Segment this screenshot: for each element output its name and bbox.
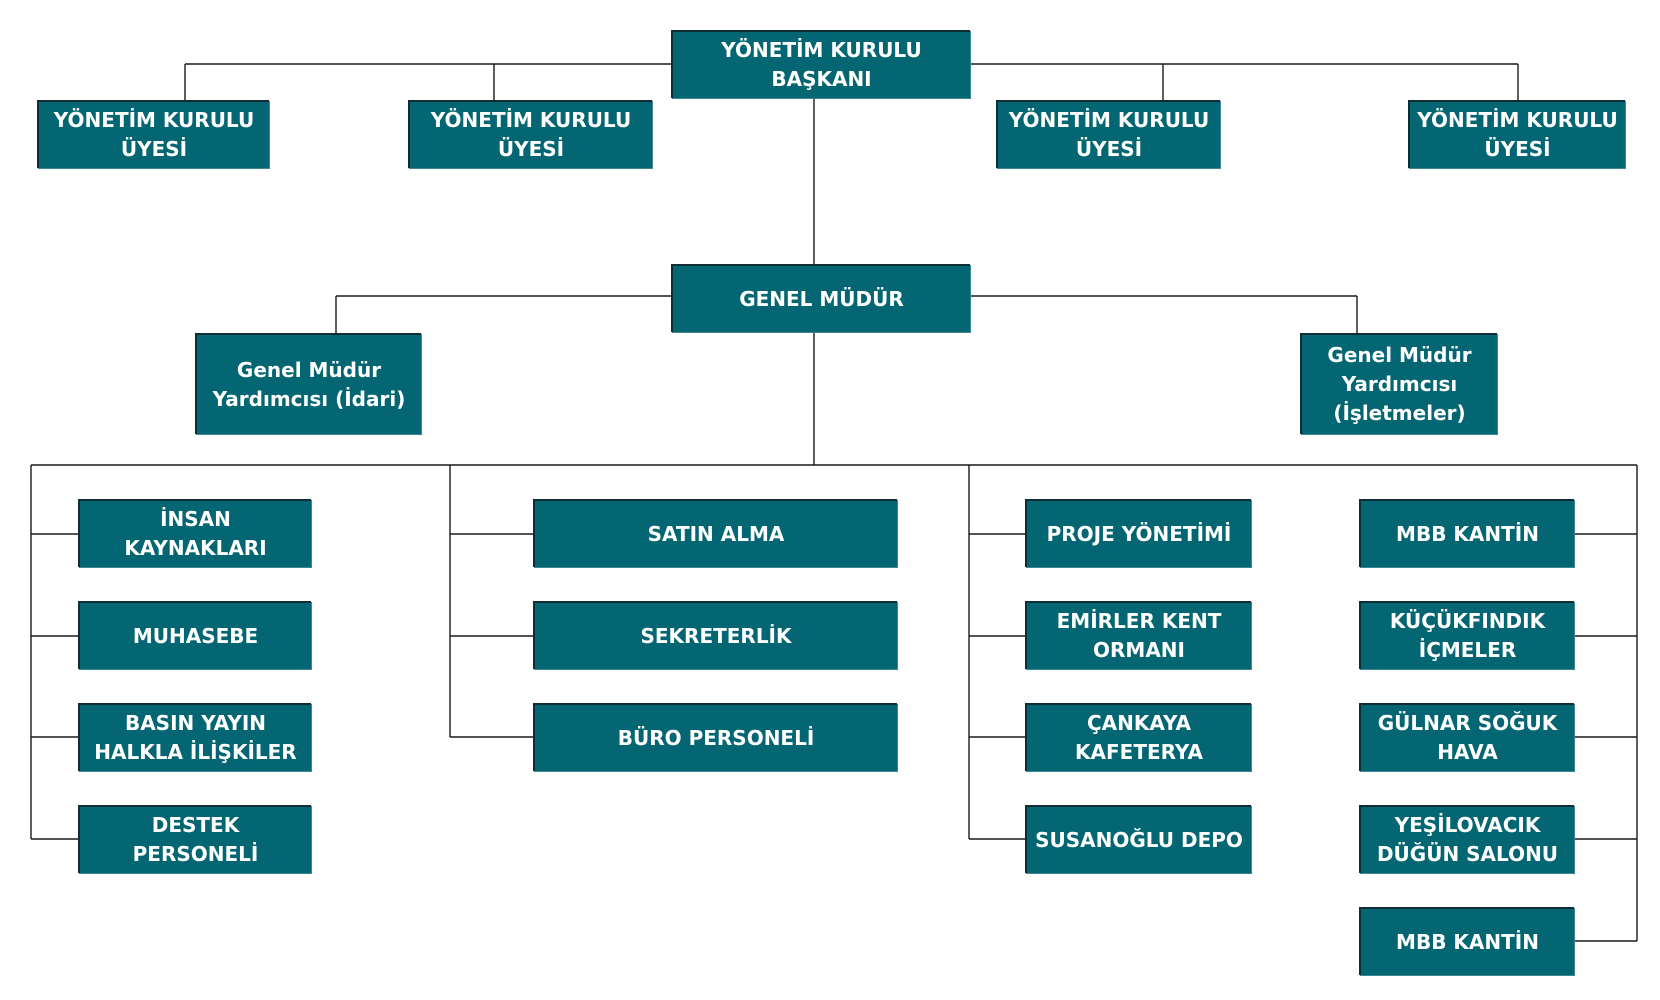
department-box-purchasing: SATIN ALMA (533, 499, 897, 567)
department-box-support-staff: DESTEK PERSONELİ (78, 805, 311, 873)
department-box-human-resources: İNSAN KAYNAKLARI (78, 499, 311, 567)
board-member-box-1: YÖNETİM KURULU ÜYESİ (37, 100, 269, 168)
department-box-mbb-canteen-2: MBB KANTİN (1359, 907, 1574, 975)
department-box-accounting: MUHASEBE (78, 601, 311, 669)
department-box-press-public-relations: BASIN YAYIN HALKLA İLİŞKİLER (78, 703, 311, 771)
department-box-office-staff: BÜRO PERSONELİ (533, 703, 897, 771)
deputy-operations-box: Genel Müdür Yardımcısı (İşletmeler) (1300, 333, 1497, 434)
deputy-admin-box: Genel Müdür Yardımcısı (İdari) (195, 333, 421, 434)
department-box-secretariat: SEKRETERLİK (533, 601, 897, 669)
department-box-yesilovacik-wedding-hall: YEŞİLOVACIK DÜĞÜN SALONU (1359, 805, 1574, 873)
board-member-box-2: YÖNETİM KURULU ÜYESİ (408, 100, 652, 168)
department-box-gulnar-cold-storage: GÜLNAR SOĞUK HAVA (1359, 703, 1574, 771)
department-box-cankaya-cafeteria: ÇANKAYA KAFETERYA (1025, 703, 1251, 771)
department-box-mbb-canteen-1: MBB KANTİN (1359, 499, 1574, 567)
board-member-box-3: YÖNETİM KURULU ÜYESİ (996, 100, 1220, 168)
general-manager-box: GENEL MÜDÜR (671, 264, 970, 332)
department-box-kucukfindik-icmeler: KÜÇÜKFINDIK İÇMELER (1359, 601, 1574, 669)
board-member-box-4: YÖNETİM KURULU ÜYESİ (1408, 100, 1625, 168)
department-box-project-management: PROJE YÖNETİMİ (1025, 499, 1251, 567)
department-box-emirler-city-forest: EMİRLER KENT ORMANI (1025, 601, 1251, 669)
chairman-box: YÖNETİM KURULU BAŞKANI (671, 30, 970, 98)
department-box-susanoglu-depot: SUSANOĞLU DEPO (1025, 805, 1251, 873)
